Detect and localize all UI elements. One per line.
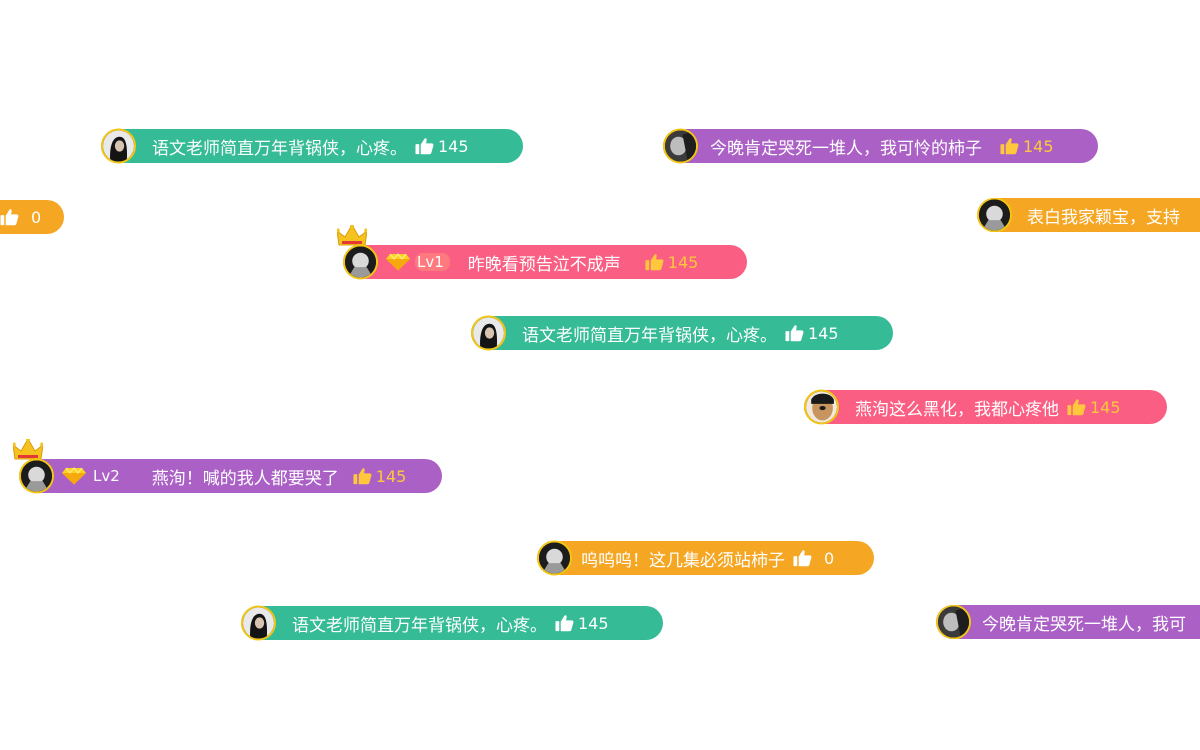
avatar[interactable] (343, 244, 378, 280)
diamond-icon (62, 467, 86, 485)
comment-text: 昨晚看预告泣不成声 (467, 254, 621, 275)
comment-text: 今晚肯定哭死一堆人，我可 (982, 614, 1186, 635)
thumbs-up-icon[interactable] (785, 324, 804, 342)
comment-text: 表白我家颖宝，支持 (1027, 207, 1180, 228)
like-count: 145 (438, 136, 469, 156)
diamond-icon (386, 253, 410, 271)
thumbs-up-icon[interactable] (0, 208, 19, 226)
thumbs-up-icon[interactable] (1000, 137, 1019, 155)
thumbs-up-icon[interactable] (415, 137, 434, 155)
danmu-comment[interactable]: Lv2 燕洵！喊的我人都要哭了 145 (19, 458, 442, 494)
thumbs-up-icon[interactable] (1067, 398, 1086, 416)
danmu-comment[interactable]: 语文老师简直万年背锅侠，心疼。 145 (101, 128, 523, 164)
danmu-comment[interactable]: 0 (0, 200, 64, 234)
avatar[interactable] (19, 458, 54, 494)
danmu-comment[interactable]: 表白我家颖宝，支持 (977, 198, 1200, 232)
like-count: 145 (1090, 397, 1121, 417)
avatar[interactable] (977, 198, 1012, 232)
comment-text: 语文老师简直万年背锅侠，心疼。 (292, 615, 547, 636)
comment-text: 语文老师简直万年背锅侠，心疼。 (152, 138, 407, 159)
like-count: 145 (578, 613, 609, 633)
like-count: 145 (808, 323, 839, 343)
danmu-comment[interactable]: 今晚肯定哭死一堆人，我可怜的柿子 145 (663, 128, 1098, 164)
level-badge: Lv1 (415, 253, 450, 271)
thumbs-up-icon[interactable] (555, 614, 574, 632)
avatar[interactable] (101, 128, 136, 164)
like-count: 145 (1023, 136, 1054, 156)
avatar[interactable] (663, 128, 698, 164)
comment-text: 燕洵这么黑化，我都心疼他 (855, 399, 1059, 420)
avatar[interactable] (471, 315, 506, 351)
comment-text: 语文老师简直万年背锅侠，心疼。 (522, 325, 777, 346)
avatar[interactable] (537, 540, 572, 576)
avatar[interactable] (241, 605, 276, 641)
thumbs-up-icon[interactable] (645, 253, 664, 271)
danmu-comment[interactable]: 语文老师简直万年背锅侠，心疼。 145 (241, 605, 663, 641)
like-count: 0 (824, 548, 835, 568)
danmu-comment[interactable]: 燕洵这么黑化，我都心疼他 145 (804, 389, 1167, 425)
thumbs-up-icon[interactable] (353, 467, 372, 485)
danmu-comment[interactable]: 今晚肯定哭死一堆人，我可 (936, 605, 1200, 639)
comment-text: 燕洵！喊的我人都要哭了 (151, 468, 339, 489)
like-count: 145 (375, 466, 407, 486)
danmu-comment[interactable]: 呜呜呜！这几集必须站柿子 0 (537, 540, 874, 576)
avatar[interactable] (936, 605, 971, 639)
comment-text: 呜呜呜！这几集必须站柿子 (581, 550, 785, 571)
avatar[interactable] (804, 389, 839, 425)
thumbs-up-icon[interactable] (793, 549, 812, 567)
comment-text: 今晚肯定哭死一堆人，我可怜的柿子 (710, 138, 982, 159)
level-badge: Lv2 (93, 467, 120, 485)
like-count: 145 (667, 252, 699, 272)
danmu-comment[interactable]: 语文老师简直万年背锅侠，心疼。 145 (471, 315, 893, 351)
like-count: 0 (31, 207, 42, 227)
danmu-comment[interactable]: Lv1 昨晚看预告泣不成声 145 (343, 244, 747, 280)
